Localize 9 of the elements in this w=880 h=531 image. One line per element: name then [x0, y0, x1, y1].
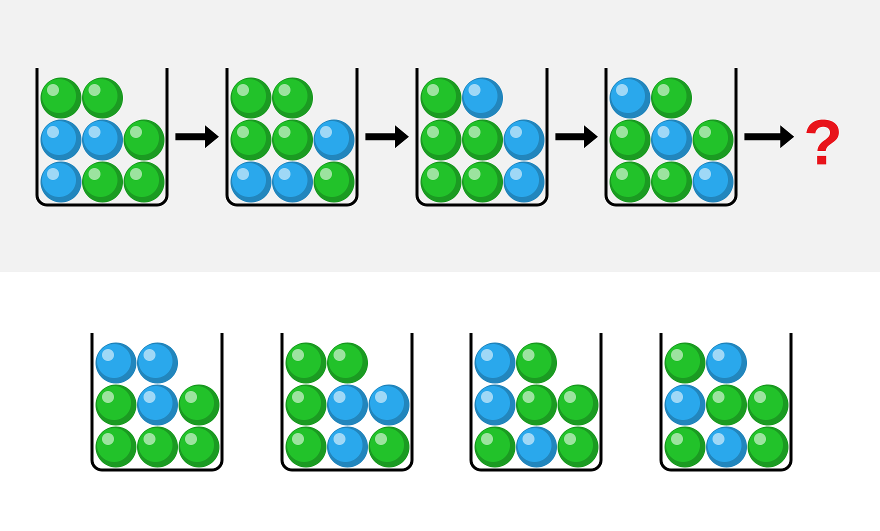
cup-drawing: [470, 333, 602, 472]
question-mark: ?: [806, 120, 839, 164]
cup-drawing: [280, 333, 414, 472]
cup-drawing: [90, 333, 224, 472]
cup-drawing: [604, 68, 738, 206]
cup-drawing: [226, 68, 358, 206]
cup-drawing: [416, 68, 548, 206]
cup-drawing: [660, 333, 792, 472]
cup-drawing: [36, 68, 168, 206]
